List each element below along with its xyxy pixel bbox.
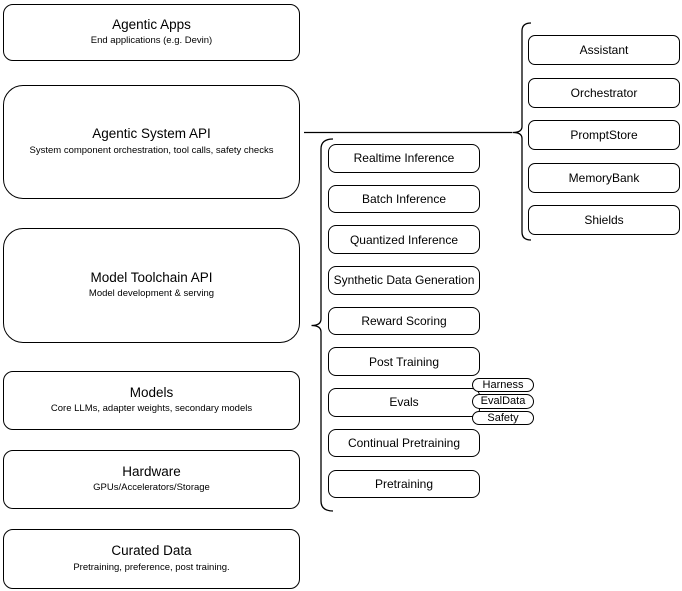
toolchain-box-label: Post Training xyxy=(368,354,440,369)
system-box: PromptStore xyxy=(528,120,680,151)
box-subtitle: End applications (e.g. Devin) xyxy=(90,35,213,47)
box-title: Models xyxy=(129,384,174,400)
system-box-label: Assistant xyxy=(579,43,629,57)
box-subtitle: System component orchestration, tool cal… xyxy=(29,144,274,156)
toolchain-box-label: Quantized Inference xyxy=(349,232,459,247)
system-box-label: Orchestrator xyxy=(570,85,638,100)
box-agentic-apps: Agentic Apps End applications (e.g. Devi… xyxy=(3,4,300,61)
toolchain-group: Realtime Inference Batch Inference Quant… xyxy=(328,144,480,498)
box-models: Models Core LLMs, adapter weights, secon… xyxy=(3,371,300,430)
toolchain-box-label: Evals xyxy=(389,395,419,410)
toolchain-box-label: Synthetic Data Generation xyxy=(333,273,475,288)
toolchain-box: Quantized Inference xyxy=(328,225,480,254)
toolchain-box-label: Batch Inference xyxy=(361,191,447,206)
toolchain-box: Pretraining xyxy=(328,469,480,498)
box-subtitle: Model development & serving xyxy=(88,288,215,300)
system-box: MemoryBank xyxy=(528,162,680,193)
box-hardware: Hardware GPUs/Accelerators/Storage xyxy=(3,450,300,509)
system-box: Orchestrator xyxy=(528,77,680,108)
evals-tag-label: EvalData xyxy=(480,395,526,408)
box-subtitle: Core LLMs, adapter weights, secondary mo… xyxy=(50,403,253,415)
toolchain-box-label: Pretraining xyxy=(374,476,434,491)
box-title: Agentic System API xyxy=(92,126,211,142)
toolchain-box: Continual Pretraining xyxy=(328,428,480,458)
box-title: Model Toolchain API xyxy=(90,269,213,285)
box-model-toolchain-api: Model Toolchain API Model development & … xyxy=(3,228,300,343)
system-box: Assistant xyxy=(528,35,680,65)
box-title: Curated Data xyxy=(111,543,192,559)
box-title: Agentic Apps xyxy=(112,16,191,32)
system-box-label: MemoryBank xyxy=(568,170,640,185)
toolchain-box: Synthetic Data Generation xyxy=(328,266,480,295)
evals-tag-group: Harness EvalData Safety xyxy=(472,377,534,425)
system-group: Assistant Orchestrator PromptStore Memor… xyxy=(528,35,680,236)
box-agentic-system-api: Agentic System API System component orch… xyxy=(3,85,300,199)
evals-tag-pill: EvalData xyxy=(472,394,534,409)
system-box: Shields xyxy=(528,205,680,236)
toolchain-box-label: Reward Scoring xyxy=(361,314,447,328)
system-box-label: Shields xyxy=(584,213,624,228)
evals-tag-label: Harness xyxy=(482,378,524,391)
box-subtitle: Pretraining, preference, post training. xyxy=(73,561,230,573)
box-title: Hardware xyxy=(122,463,181,479)
toolchain-box-label: Realtime Inference xyxy=(353,151,455,166)
evals-tag-pill: Safety xyxy=(472,410,534,425)
toolchain-box: Realtime Inference xyxy=(328,144,480,173)
system-box-label: PromptStore xyxy=(570,128,638,143)
toolchain-box: Batch Inference xyxy=(328,184,480,214)
evals-tag-pill: Harness xyxy=(472,377,534,392)
toolchain-box-label: Continual Pretraining xyxy=(347,436,461,451)
evals-tag-label: Safety xyxy=(487,411,519,424)
toolchain-box: Post Training xyxy=(328,347,480,376)
box-subtitle: GPUs/Accelerators/Storage xyxy=(93,482,210,494)
toolchain-box: Reward Scoring xyxy=(328,306,480,336)
toolchain-box: Evals xyxy=(328,388,480,417)
box-curated-data: Curated Data Pretraining, preference, po… xyxy=(3,529,300,589)
